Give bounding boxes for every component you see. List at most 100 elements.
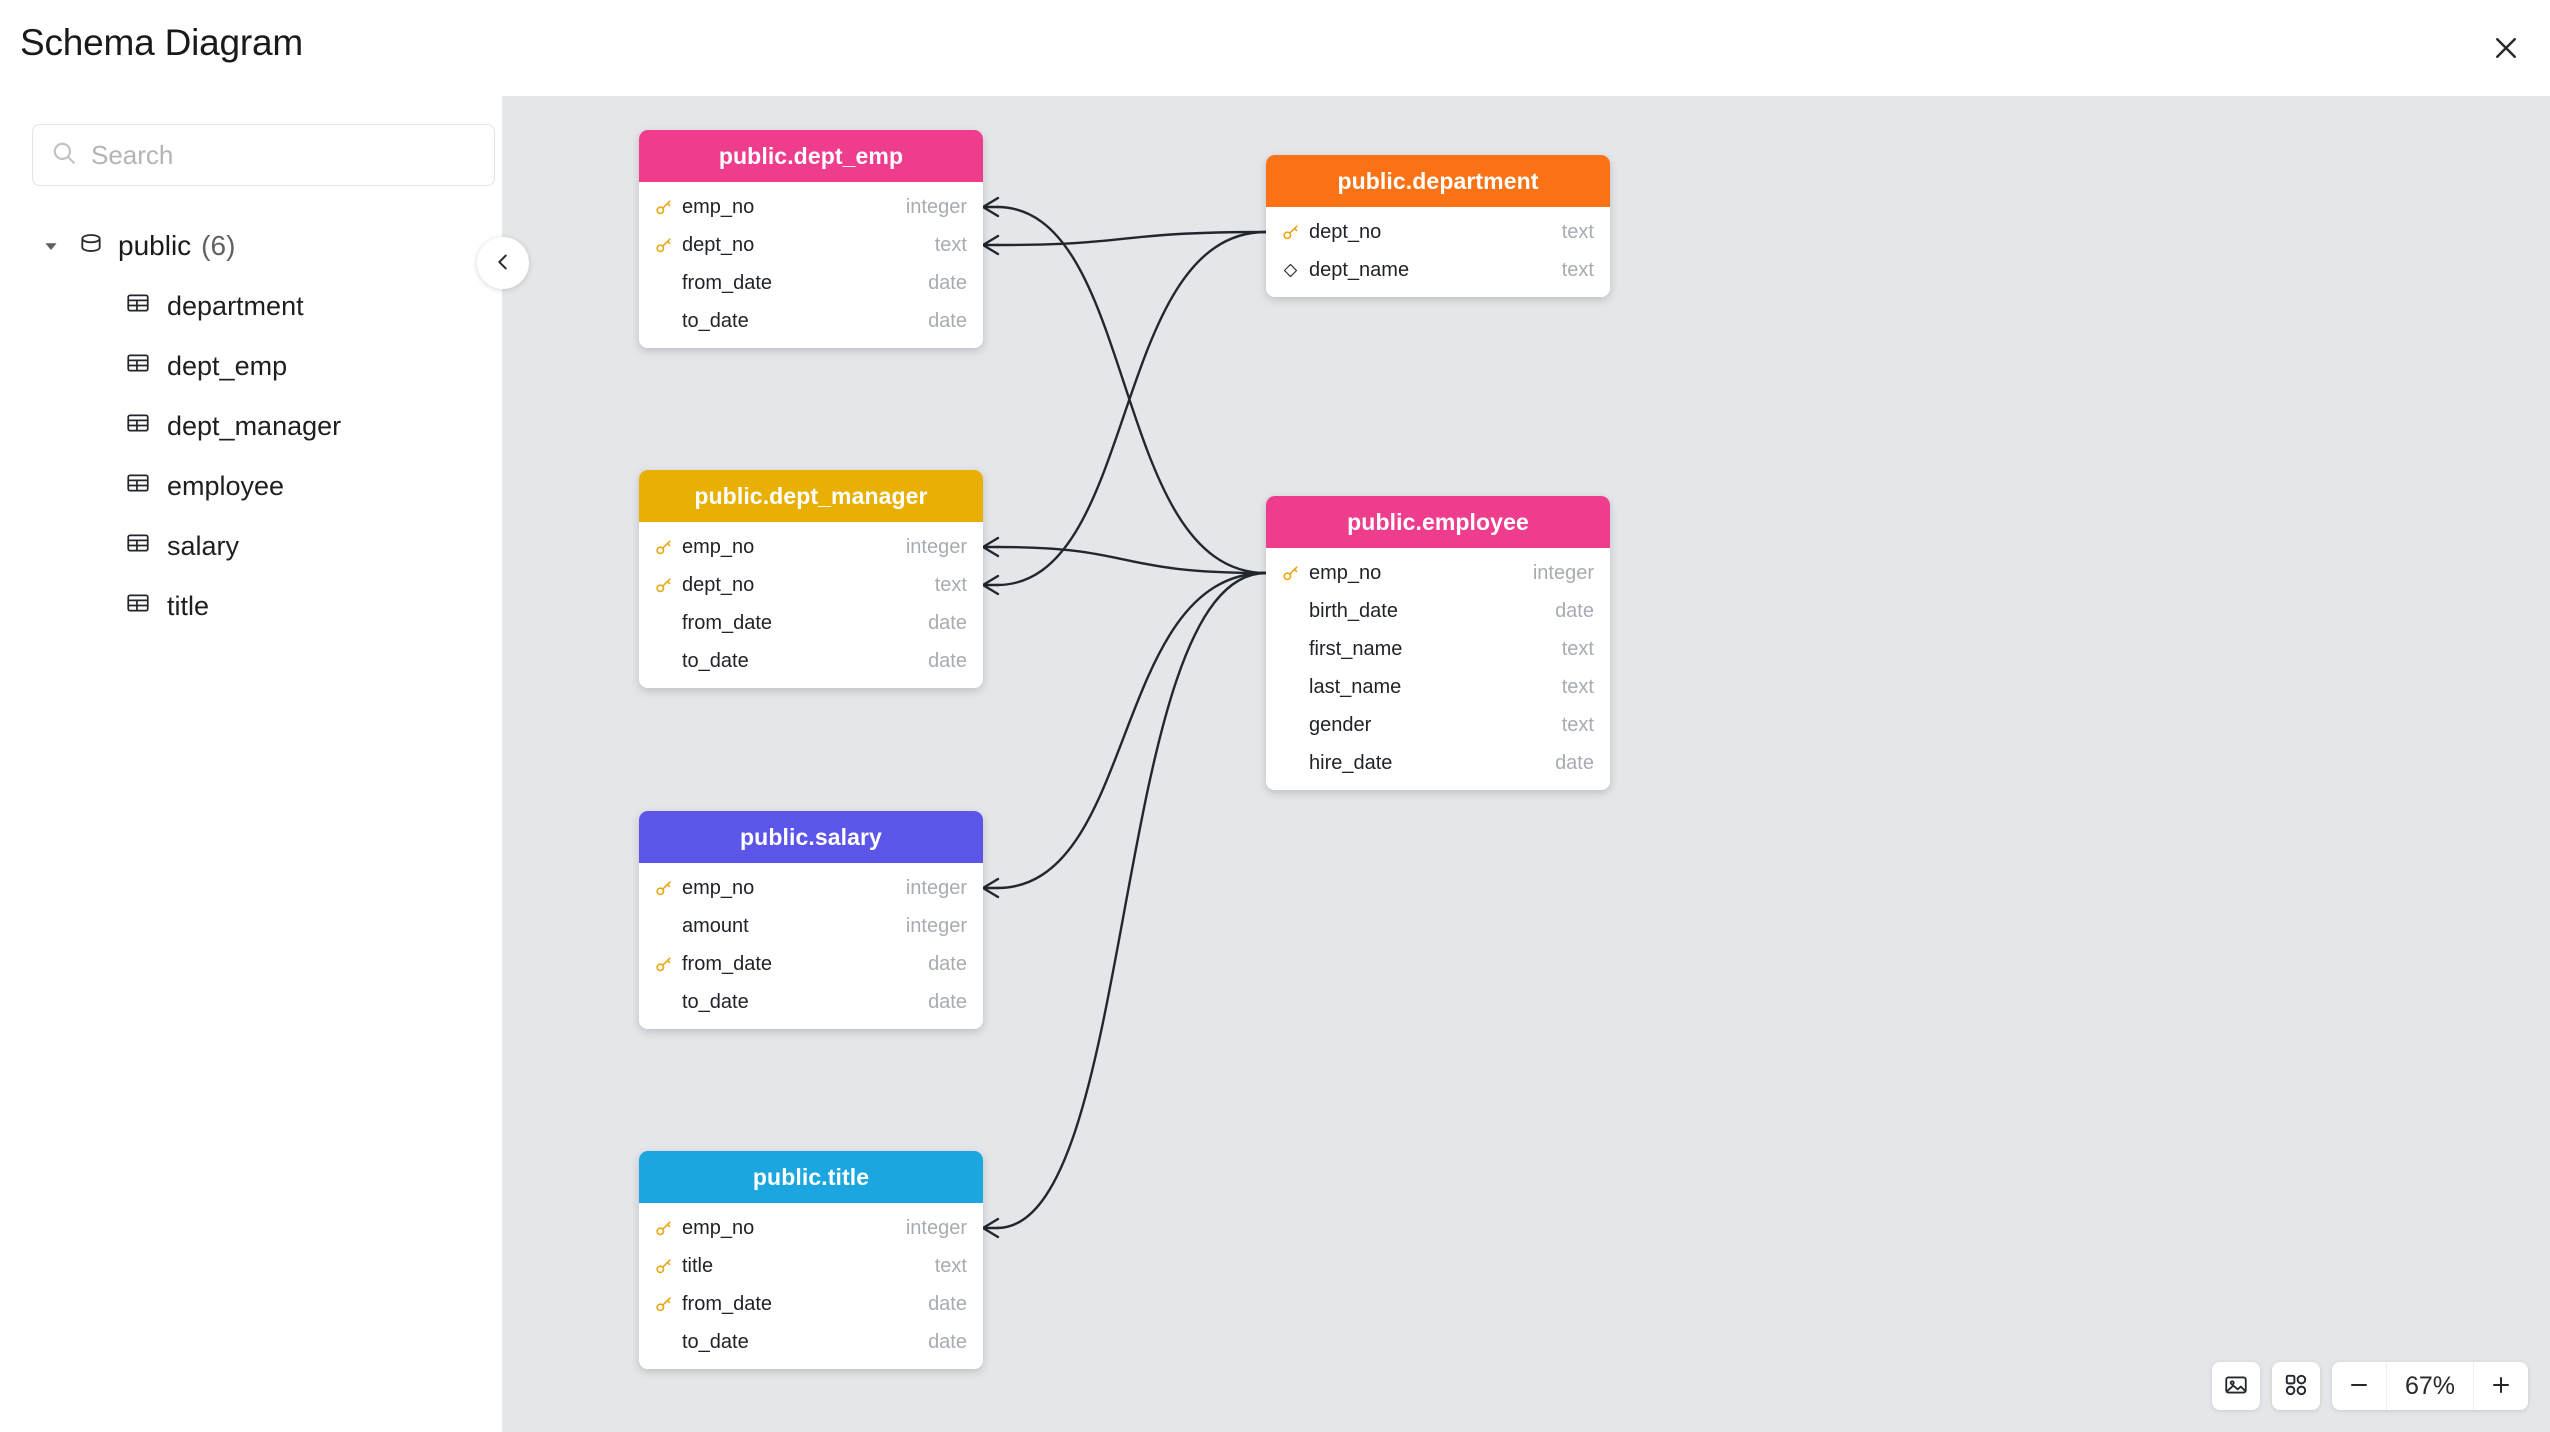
- export-image-button[interactable]: [2212, 1362, 2260, 1410]
- column-row[interactable]: emp_no integer: [639, 188, 983, 226]
- tree-item-label: dept_manager: [167, 410, 342, 441]
- tree-item-table-employee[interactable]: employee: [0, 456, 503, 516]
- tree-item-table-salary[interactable]: salary: [0, 516, 503, 576]
- tree-item-label: department: [167, 290, 304, 321]
- relationship-edge: [996, 545, 1267, 575]
- tree-item-table-title[interactable]: title: [0, 576, 503, 636]
- column-name: to_date: [682, 309, 749, 332]
- tree-item-schema-public[interactable]: public (6): [0, 216, 503, 276]
- column-row[interactable]: from_date date: [639, 945, 983, 983]
- zoom-in-button[interactable]: [2474, 1362, 2528, 1410]
- column-name: gender: [1309, 713, 1372, 736]
- table-icon: [125, 350, 151, 383]
- crowsfoot-marker: [981, 1217, 1000, 1239]
- column-name: emp_no: [682, 876, 755, 899]
- relationship-edge: [996, 230, 1267, 247]
- table-node-header: public.dept_emp: [639, 130, 983, 182]
- canvas-toolbar: 67%: [2212, 1362, 2528, 1410]
- schema-tree: public (6) department dept_emp dept_mana…: [0, 216, 503, 636]
- dialog-header: Schema Diagram: [0, 0, 2550, 96]
- sidebar-collapse-button[interactable]: [477, 237, 529, 289]
- zoom-level-label[interactable]: 67%: [2386, 1362, 2474, 1410]
- table-icon: [125, 530, 151, 563]
- column-type: text: [1561, 675, 1594, 698]
- column-name: amount: [682, 914, 749, 937]
- column-name: emp_no: [682, 195, 755, 218]
- column-row[interactable]: gender text: [1266, 706, 1610, 744]
- auto-layout-button[interactable]: [2272, 1362, 2320, 1410]
- column-row[interactable]: from_date date: [639, 604, 983, 642]
- grid-icon: [2283, 1372, 2309, 1401]
- crowsfoot-marker: [981, 536, 1000, 558]
- key-icon: [651, 879, 675, 898]
- close-icon: [2491, 33, 2521, 63]
- page-title: Schema Diagram: [20, 22, 304, 63]
- column-type: date: [928, 952, 967, 975]
- caret-down-icon[interactable]: [42, 237, 64, 255]
- column-type: date: [928, 649, 967, 672]
- column-row[interactable]: emp_no integer: [639, 869, 983, 907]
- close-button[interactable]: [2480, 22, 2532, 74]
- column-type: integer: [905, 876, 967, 899]
- column-name: from_date: [682, 611, 773, 634]
- sidebar: public (6) department dept_emp dept_mana…: [0, 96, 503, 1432]
- column-type: date: [1555, 599, 1594, 622]
- key-icon: [651, 236, 675, 255]
- column-type: integer: [1532, 561, 1594, 584]
- table-node-header: public.employee: [1266, 496, 1610, 548]
- crowsfoot-marker: [981, 574, 1000, 596]
- table-icon: [125, 470, 151, 503]
- column-name: hire_date: [1309, 751, 1393, 774]
- column-name: dept_no: [1309, 220, 1382, 243]
- search-box[interactable]: [32, 124, 495, 186]
- zoom-out-button[interactable]: [2332, 1362, 2386, 1410]
- key-icon: [651, 955, 675, 974]
- column-type: date: [928, 611, 967, 634]
- search-input[interactable]: [91, 139, 476, 171]
- column-type: integer: [905, 195, 967, 218]
- tree-item-table-dept_manager[interactable]: dept_manager: [0, 396, 503, 456]
- tree-item-table-department[interactable]: department: [0, 276, 503, 336]
- crowsfoot-marker: [981, 234, 1000, 256]
- column-name: emp_no: [682, 1216, 755, 1239]
- column-name: from_date: [682, 952, 773, 975]
- tree-table-list: department dept_emp dept_manager employe…: [0, 276, 503, 636]
- column-name: to_date: [682, 990, 749, 1013]
- tree-item-table-dept_emp[interactable]: dept_emp: [0, 336, 503, 396]
- table-node-header: public.department: [1266, 155, 1610, 207]
- key-icon: [651, 1219, 675, 1238]
- relationship-edge: [996, 571, 1267, 1230]
- crowsfoot-marker: [981, 196, 1000, 218]
- crowsfoot-marker: [981, 877, 1000, 899]
- column-type: text: [1561, 713, 1594, 736]
